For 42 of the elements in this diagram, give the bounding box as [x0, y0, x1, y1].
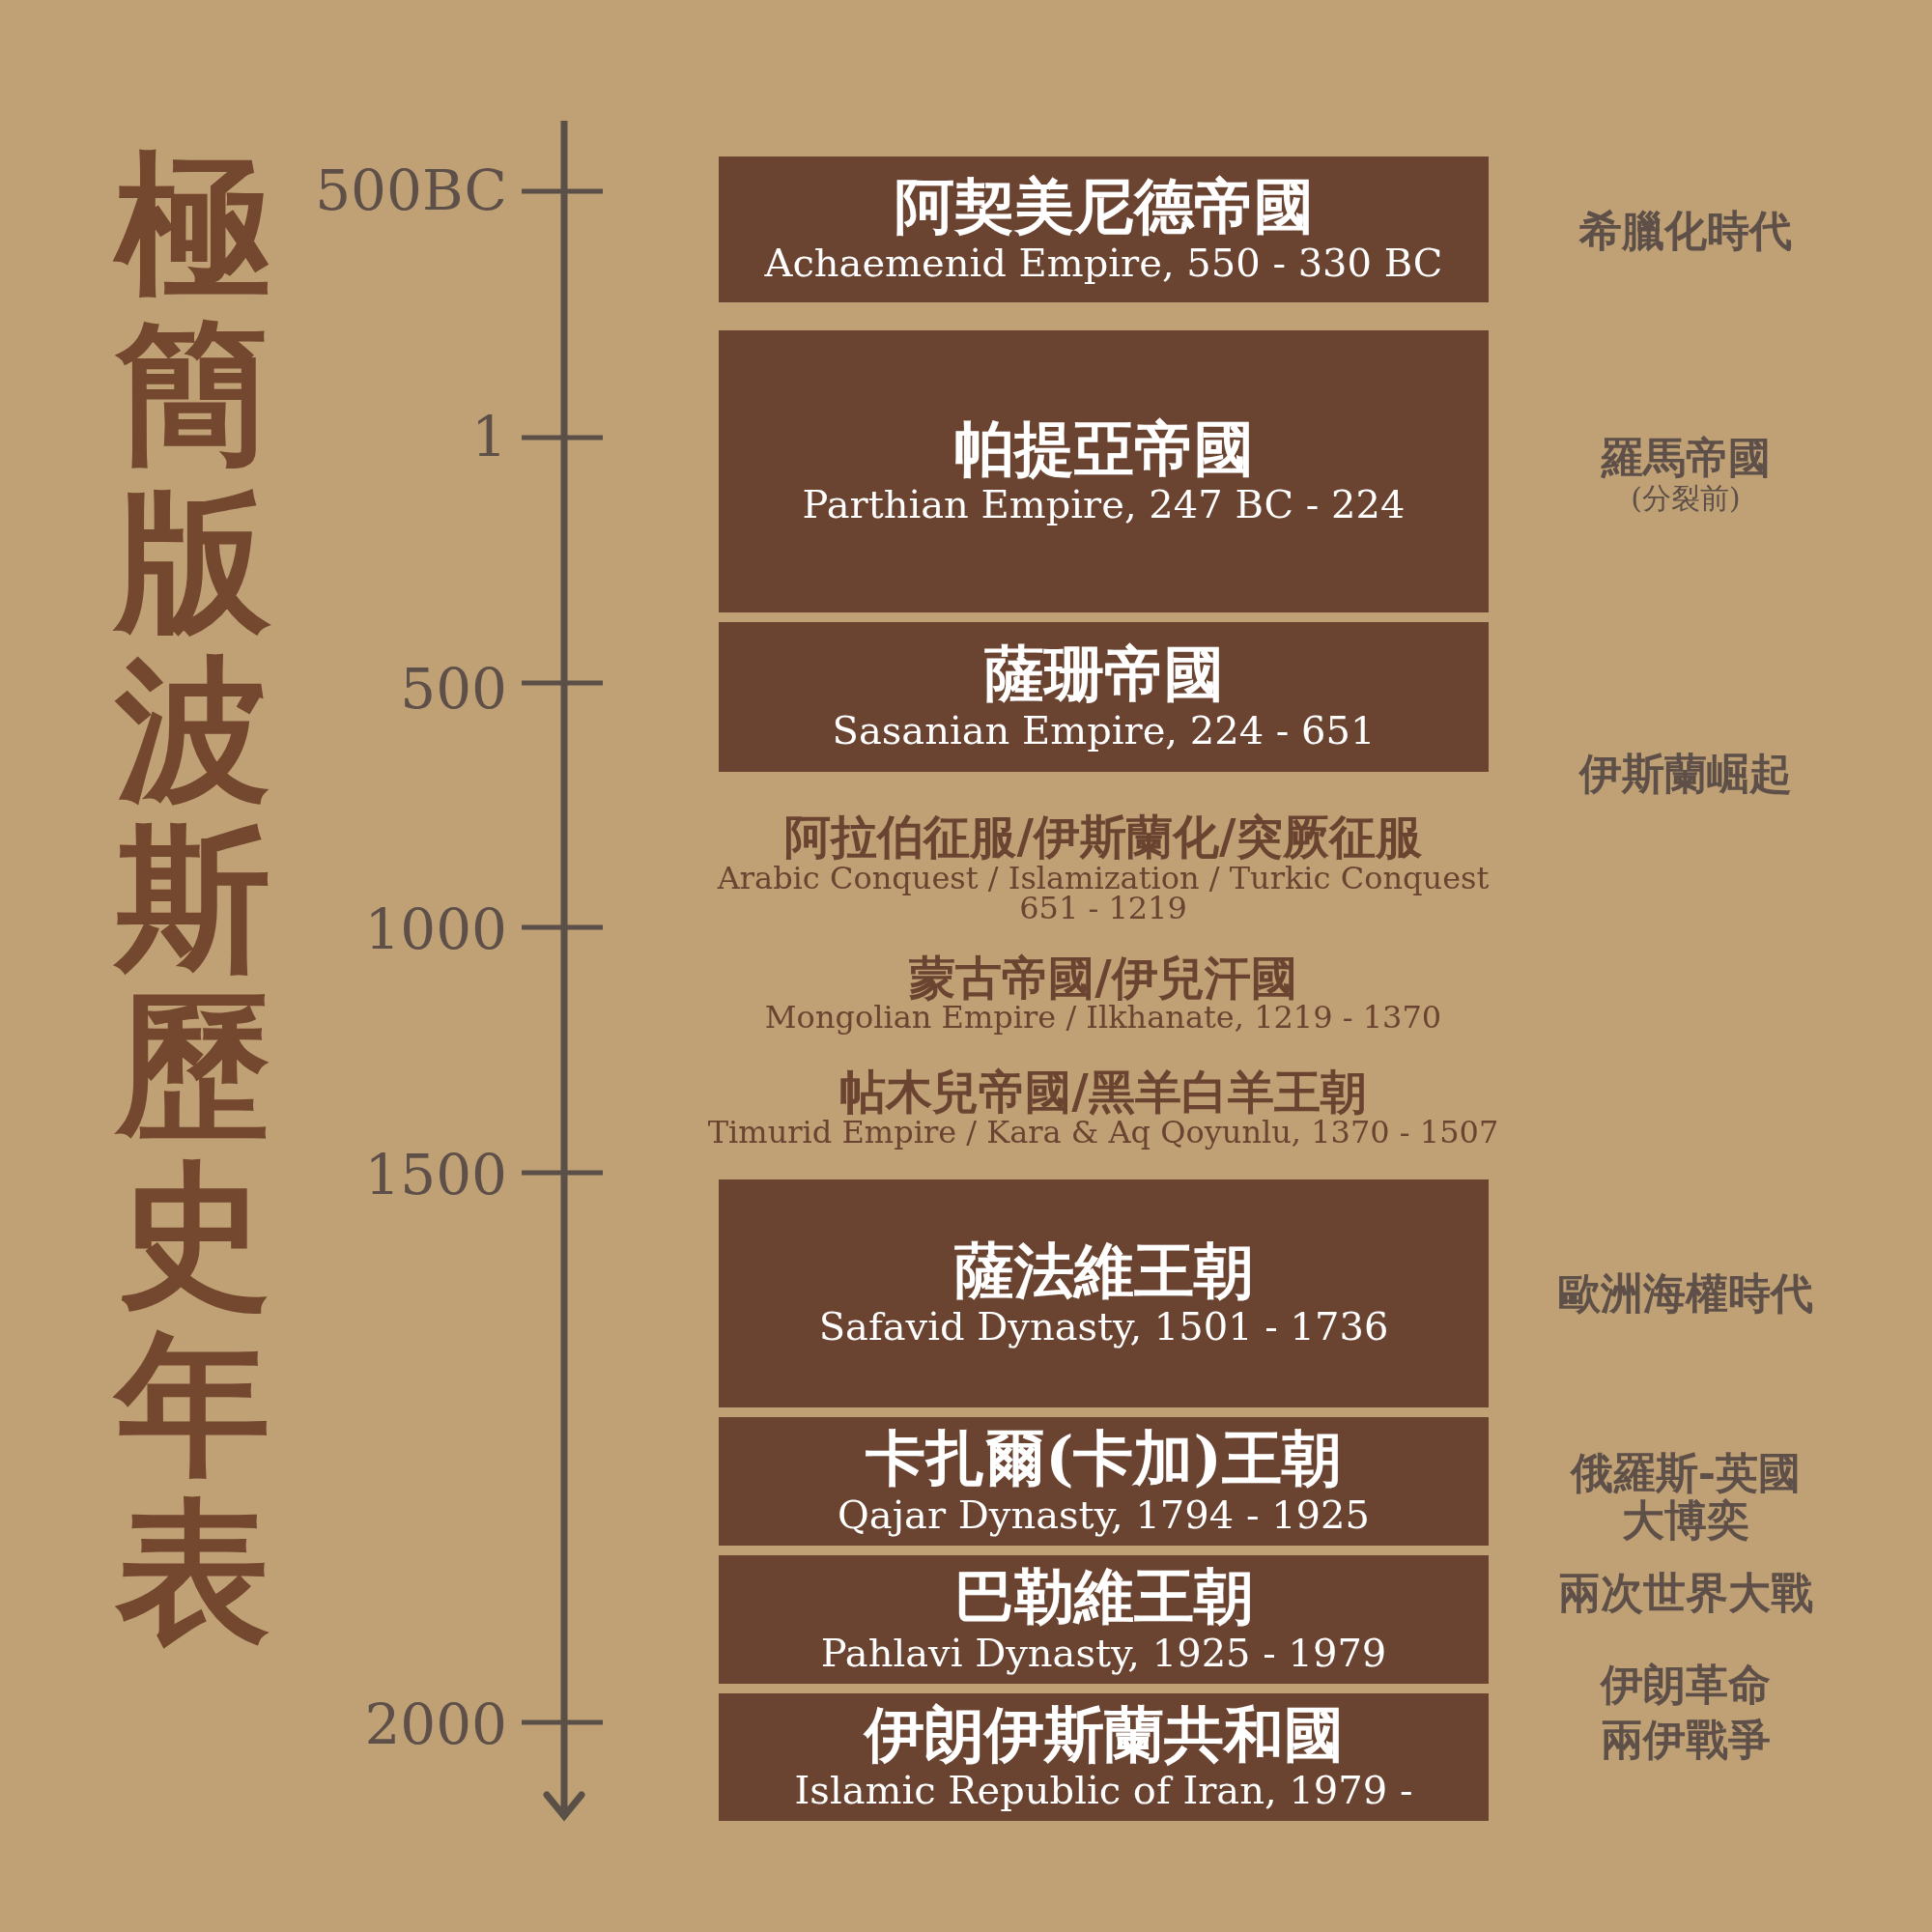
era-box: [719, 1555, 1489, 1684]
tick-label: 1: [471, 407, 507, 469]
era-subtitle: Timurid Empire / Kara & Aq Qoyunlu, 1370 - 1507: [707, 1116, 1499, 1151]
tick-label: 1000: [364, 899, 507, 961]
era-subtitle: Islamic Republic of Iran, 1979 -: [794, 1768, 1413, 1813]
era-note: 大博奕: [1622, 1496, 1749, 1545]
era-name: 蒙古帝國/伊兒汗國: [909, 952, 1297, 1004]
era-name: 卡扎爾(卡加)王朝: [866, 1426, 1342, 1492]
era-subtitle: Parthian Empire, 247 BC - 224: [802, 482, 1406, 527]
era-note: 兩伊戰爭: [1601, 1716, 1771, 1764]
era-box: [719, 622, 1489, 772]
era-box: [719, 1179, 1489, 1407]
era-box: [719, 156, 1489, 302]
era-name: 薩法維王朝: [953, 1237, 1254, 1305]
era-name: 伊朗伊斯蘭共和國: [864, 1701, 1344, 1769]
era-subtitle: Achaemenid Empire, 550 - 330 BC: [764, 240, 1443, 285]
tick-label: 2000: [364, 1694, 507, 1756]
era-note: (分裂前): [1631, 481, 1741, 514]
era-note: 伊朗革命: [1601, 1661, 1771, 1709]
era-note: 兩次世界大戰: [1558, 1569, 1813, 1617]
era-name: 巴勒維王朝: [953, 1564, 1254, 1631]
title: 極簡版波斯歷史年表: [108, 140, 277, 1657]
era-note: 希臘化時代: [1579, 207, 1792, 255]
era-name: 帕提亞帝國: [953, 415, 1254, 483]
era-name: 薩珊帝國: [983, 641, 1224, 708]
era-subtitle: Mongolian Empire / Ilkhanate, 1219 - 1370: [764, 1001, 1442, 1036]
era-note: 歐洲海權時代: [1558, 1269, 1813, 1318]
tick-label: 500BC: [315, 160, 507, 222]
era-box: [719, 1417, 1489, 1546]
era-name: 阿契美尼德帝國: [894, 174, 1314, 241]
era-subtitle: Safavid Dynasty, 1501 - 1736: [818, 1304, 1389, 1350]
era-box: [719, 1693, 1489, 1821]
era-subtitle: Qajar Dynasty, 1794 - 1925: [838, 1492, 1370, 1537]
era-box: [719, 330, 1489, 612]
era-note: 俄羅斯-英國: [1570, 1449, 1802, 1497]
tick-label: 500: [400, 659, 507, 721]
era-subtitle: Pahlavi Dynasty, 1925 - 1979: [820, 1630, 1387, 1675]
tick-label: 1500: [364, 1145, 507, 1207]
era-note: 羅馬帝國: [1601, 434, 1771, 482]
era-note: 伊斯蘭崛起: [1579, 750, 1792, 798]
era-name: 帖木兒帝國/黑羊白羊王朝: [839, 1065, 1367, 1118]
era-subtitle: Sasanian Empire, 224 - 651: [832, 707, 1376, 753]
